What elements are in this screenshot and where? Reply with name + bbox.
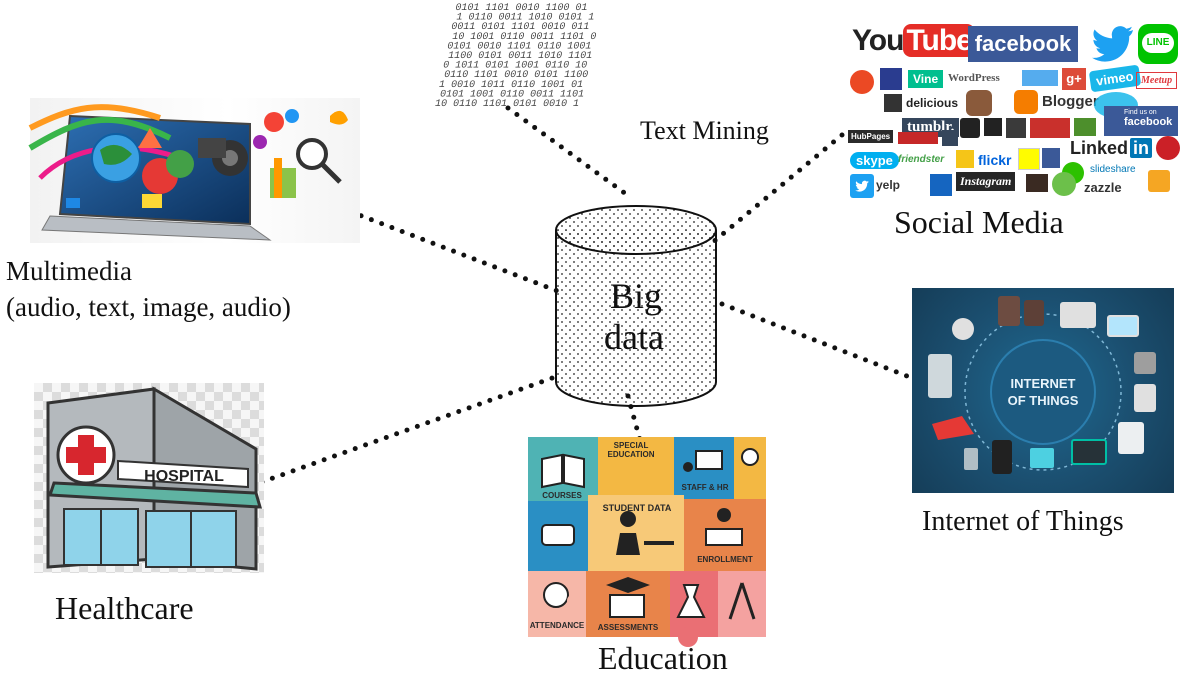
- edu-assessments-label: ASSESSMENTS: [597, 623, 659, 632]
- connector-iot: [719, 301, 915, 381]
- binary-row: 1 0110 0011 1010 0101 1: [455, 13, 595, 24]
- edu-tile-bulb: [734, 437, 766, 499]
- education-label: Education: [598, 640, 728, 676]
- pinterest-board-icon: [1030, 118, 1070, 138]
- education-puzzle-image: COURSES SPECIAL EDUCATION STAFF & HR STU…: [528, 437, 766, 647]
- connector-multimedia: [317, 197, 563, 295]
- binary-row: 0101 1101 0010 1100 01: [454, 3, 588, 14]
- slideshare-logo: slideshare: [1090, 164, 1136, 175]
- green-badge-icon: [1074, 118, 1096, 136]
- connector-text-mining: [505, 105, 633, 200]
- edu-student-label: STUDENT DATA: [602, 503, 672, 513]
- healthcare-hospital-image: HOSPITAL: [34, 383, 264, 573]
- binary-row: 1 0010 1011 0110 1001 01: [438, 80, 584, 91]
- text-mining-label: Text Mining: [640, 116, 769, 145]
- myspace-icon: [880, 68, 902, 90]
- edu-courses-label: COURSES: [542, 491, 582, 500]
- find-us-facebook-badge: Find us on facebook: [1104, 106, 1178, 136]
- edu-staff-label: STAFF & HR: [681, 483, 729, 492]
- snapchat-icon: [1018, 148, 1040, 170]
- wordpress-logo: WordPress: [948, 72, 1000, 84]
- twitter-badge-icon: [1022, 70, 1058, 86]
- tumblr-t-icon: [942, 130, 958, 146]
- edu-tile-special: [598, 437, 674, 495]
- binary-row: 1100 0101 0011 1010 1101: [447, 51, 593, 62]
- multimedia-collage-graphic: [28, 104, 348, 241]
- healthcare-label: Healthcare: [55, 590, 194, 626]
- line-logo: LINE: [1138, 24, 1178, 64]
- edu-tile-geometry: [718, 571, 766, 637]
- connector-social-media: [709, 132, 845, 246]
- hospital-building-graphic: HOSPITAL: [46, 386, 263, 571]
- connector-healthcare: [259, 373, 561, 485]
- big-data-label-line2: data: [604, 317, 664, 357]
- instagram-square-icon: [960, 118, 980, 138]
- meetup-logo: Meetup: [1136, 72, 1178, 89]
- vk-icon: [984, 118, 1002, 136]
- facebook-f-icon: [1042, 148, 1060, 168]
- myspace-square-icon: [884, 94, 902, 112]
- multimedia-label-line1: Multimedia: [6, 256, 132, 286]
- binary-row: 10 0110 1101 0101 0010 1: [434, 99, 580, 110]
- edu-enrollment-label: ENROLLMENT: [697, 555, 753, 564]
- binary-row: 0101 1001 0110 0011 1101: [439, 89, 585, 100]
- flickr-logo: flickr: [978, 152, 1012, 168]
- pinterest-icon: [1156, 136, 1180, 160]
- googleplus-logo: g+: [1062, 68, 1086, 90]
- blogger-icon: [1014, 90, 1038, 114]
- green-chat-icon: [1052, 172, 1076, 196]
- binary-row: 10 1001 0110 0011 1101 0: [451, 32, 597, 43]
- dark-photo-icon: [1026, 174, 1048, 192]
- skype-logo: skype: [850, 152, 899, 169]
- instagram-camera-icon: [966, 90, 992, 116]
- iot-badge-line1: INTERNET: [1011, 376, 1076, 391]
- big-data-label-line1: Big: [610, 276, 663, 316]
- binary-row: 0 1011 0101 1001 0110 10: [442, 61, 588, 72]
- hubpages-logo: HubPages: [848, 130, 894, 143]
- multimedia-image: [28, 98, 360, 243]
- yelp-logo: yelp: [876, 178, 901, 192]
- iot-graphic: INTERNET OF THINGS: [928, 296, 1156, 474]
- binary-stream-graphic: 0101 1101 0010 1100 011 0110 0011 1010 0…: [434, 3, 598, 110]
- binary-row: 0110 1101 0010 0101 1100: [443, 70, 589, 81]
- edu-attendance-label: ATTENDANCE: [529, 621, 585, 630]
- social-media-label: Social Media: [894, 204, 1064, 240]
- ello-icon: [1006, 118, 1026, 138]
- twitter-small-icon: [850, 174, 874, 198]
- multimedia-label-line2: (audio, text, image, audio): [6, 292, 291, 322]
- zazzle-logo: zazzle: [1084, 180, 1122, 195]
- delicious-logo: delicious: [906, 96, 959, 110]
- instagram-logo: Instagram: [956, 172, 1016, 191]
- iot-label: Internet of Things: [922, 506, 1124, 537]
- edu-icons-graphic: [541, 448, 759, 647]
- binary-row: 0011 0101 1101 0010 011: [450, 22, 590, 33]
- stumbleupon-icon: [850, 70, 874, 94]
- red-small-icon: [898, 132, 938, 144]
- connector-education: [625, 393, 643, 443]
- foursquare-icon: [1148, 170, 1170, 192]
- friendster-logo: friendster: [898, 154, 945, 165]
- hospital-sign: HOSPITAL: [144, 468, 224, 485]
- vine-logo: Vine: [908, 70, 944, 88]
- binary-row: 0101 0010 1101 0110 1001: [446, 41, 592, 52]
- edu-special-label: SPECIAL EDUCATION: [607, 441, 655, 459]
- vimeo-logo: vimeo: [1088, 64, 1141, 93]
- iot-badge-line2: OF THINGS: [1008, 393, 1079, 408]
- bookmark-icon: [956, 150, 974, 168]
- blogger-logo: Blogger: [1042, 93, 1099, 110]
- iot-image: INTERNET OF THINGS: [912, 288, 1174, 493]
- facebook-logo: facebook: [968, 26, 1078, 62]
- twitter-bird-icon: [1092, 26, 1133, 62]
- checkmark-icon: [930, 174, 952, 196]
